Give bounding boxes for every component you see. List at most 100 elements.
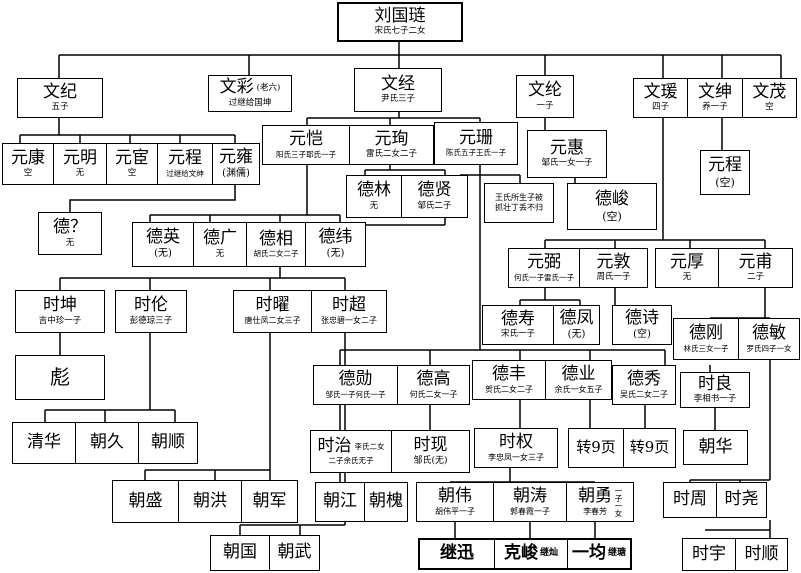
person-name: 朝久: [90, 432, 124, 453]
person-note: 二子: [746, 272, 764, 283]
person-note: 过继给国坤: [228, 97, 272, 108]
person-name: 德丰: [492, 363, 526, 384]
person-name: 时尧: [724, 489, 759, 510]
person-name: 朝国: [223, 542, 257, 563]
person-note: (无): [567, 328, 586, 340]
person-tag: (老六): [256, 82, 281, 93]
group-wenyuan-sons-b: 元厚 无 元甫 二子: [655, 248, 793, 288]
person-note: 周氏一子: [596, 272, 631, 283]
person-yuanxun: 元珣 雷氏二女二子: [350, 126, 433, 164]
person-jixun: 继迅: [420, 540, 495, 568]
note-wang-son: 王氏所生子被 抓壮丁丢不归: [484, 183, 554, 223]
person-name: 元程: [168, 148, 202, 169]
group-great-grandsons: 继迅 克峻 继灿 一均 继瑭: [418, 538, 632, 570]
group-defeng-deye: 德丰 贺氏二女二子 德业 余氏一女五子: [472, 360, 612, 400]
person-name: 时曜: [255, 295, 290, 316]
person-note: 空: [127, 168, 137, 179]
person-name: 德刚: [689, 323, 723, 344]
person-deying: 德英 (无): [133, 223, 194, 266]
group-shichao-sons: 朝国 朝武: [210, 535, 320, 571]
person-name: 时治: [317, 435, 352, 456]
person-name: 德诗: [625, 307, 659, 328]
group-shizhi-sons: 朝江 朝槐: [315, 482, 408, 522]
person-shiliang: 时良 李相书一子: [680, 372, 750, 408]
person-wenmao: 文茂 空: [743, 79, 796, 117]
person-name: 元厚: [670, 251, 704, 272]
person-note: (空): [602, 209, 622, 223]
person-name: 德凤: [559, 307, 594, 328]
person-demin: 德敏 罗氏四子一女: [739, 319, 799, 359]
person-name: 时周: [673, 489, 707, 510]
person-note: 阳氏三子耶氏一子: [276, 149, 336, 159]
person-name: 时超: [332, 295, 366, 316]
person-note: 雷氏二女二子: [365, 149, 417, 160]
person-name: 朝勇: [578, 485, 613, 506]
person-name: 元明: [63, 147, 97, 168]
person-chaojun: 朝军: [242, 481, 297, 522]
person-dewei: 德纬 (无): [306, 223, 365, 266]
person-name: 德纬: [318, 227, 353, 248]
person-chaowu: 朝武: [270, 536, 319, 570]
person-name: 德林: [357, 180, 391, 201]
person-note: 李相书一子: [693, 394, 737, 405]
group-shiyao-shichao: 时曜 唐仕凤二女三子 时超 张忠碧一女二子: [233, 290, 387, 333]
person-yijun: 一均 继瑭: [568, 540, 630, 568]
person-shiyao-b: 时尧: [717, 483, 766, 517]
group-delin-dexian: 德林 无 德贤 邹氏二子: [346, 175, 468, 218]
person-note: 彭德琼三子: [129, 315, 173, 326]
person-name: 克峻: [503, 543, 538, 564]
person-yuanhui: 元惠 邹氏一女一子: [527, 130, 607, 178]
person-degao: 德高 何氏二女一子: [398, 366, 469, 404]
person-name: 元珊: [459, 127, 493, 148]
person-note: 郭春霞一子: [510, 506, 550, 516]
group-dexun-degao: 德勋 邹氏一子何氏一子 德高 何氏二女一子: [313, 365, 470, 405]
person-name: 继迅: [440, 543, 474, 564]
person-name: 德秀: [627, 368, 661, 389]
group-wenji-sons: 元康 空 元明 无 元宦 空 元程 过继给文绅 元雍 (渊儒): [2, 143, 260, 185]
person-note: (渊儒): [222, 167, 250, 179]
person-wenshen: 文绅 养一子: [688, 79, 743, 117]
person-dejun: 德峻 (空): [567, 183, 657, 230]
person-name: 元甫: [738, 251, 773, 272]
person-biao: 彪: [15, 355, 105, 400]
person-name: 德广: [203, 228, 237, 249]
person-name: 德峻: [595, 188, 629, 209]
person-note: 无: [682, 272, 692, 283]
person-deye: 德业 余氏一女五子: [546, 361, 611, 399]
person-delin: 德林 无: [347, 176, 402, 217]
person-name: 刘国琏: [374, 5, 426, 26]
person-yuancheng: 元程 过继给文绅: [158, 144, 213, 184]
person-name: 朝军: [252, 490, 287, 511]
person-name: 朝华: [698, 436, 733, 457]
person-tag: 继瑭: [607, 548, 626, 559]
page-ref-9-a[interactable]: 转9页: [569, 429, 624, 467]
person-name: 德高: [416, 368, 451, 389]
person-shiyu: 时宇: [683, 539, 736, 570]
person-shiquan: 时权 李忠凤一女三子: [474, 428, 558, 468]
person-name: 德业: [561, 363, 596, 384]
group-shiyu-shishun: 时宇 时顺: [682, 538, 788, 571]
person-note: (空): [633, 328, 651, 340]
root-person-liu-guolian: 刘国琏 宋氏七子二女: [337, 2, 463, 42]
person-name: 德？: [53, 217, 87, 238]
person-note: 五子: [51, 102, 69, 113]
person-deshi: 德诗 (空): [612, 305, 672, 345]
group-shiyao-sons: 朝盛 朝洪 朝军: [112, 480, 298, 523]
person-wenyuan: 文瑗 四子: [634, 79, 689, 117]
group-shizhi-shixian: 时治李氏二女 二子余氏无子 时现 邹氏(无): [310, 430, 470, 473]
person-name: 文纶: [528, 80, 562, 101]
person-note: 邹氏二子: [417, 200, 452, 211]
person-name: 时权: [499, 431, 533, 452]
person-note: 张忠碧一女二子: [321, 316, 377, 326]
person-shishun: 时顺: [736, 539, 787, 570]
person-name: 朝盛: [128, 490, 163, 511]
person-wencai: 文彩(老六) 过继给国坤: [208, 75, 292, 112]
group-page-refs: 转9页 转9页: [568, 428, 676, 468]
person-shixian: 时现 邹氏(无): [392, 431, 469, 472]
person-note: 四子: [652, 102, 670, 113]
person-note: 邹氏一子何氏一子: [325, 389, 386, 399]
page-ref-9-b[interactable]: 转9页: [624, 429, 675, 467]
person-dexiu: 德秀 吴氏二女二子: [612, 365, 676, 405]
person-yuandun: 元敦 周氏一子: [580, 249, 647, 287]
person-shilun: 时伦 彭德琼三子: [115, 290, 187, 333]
